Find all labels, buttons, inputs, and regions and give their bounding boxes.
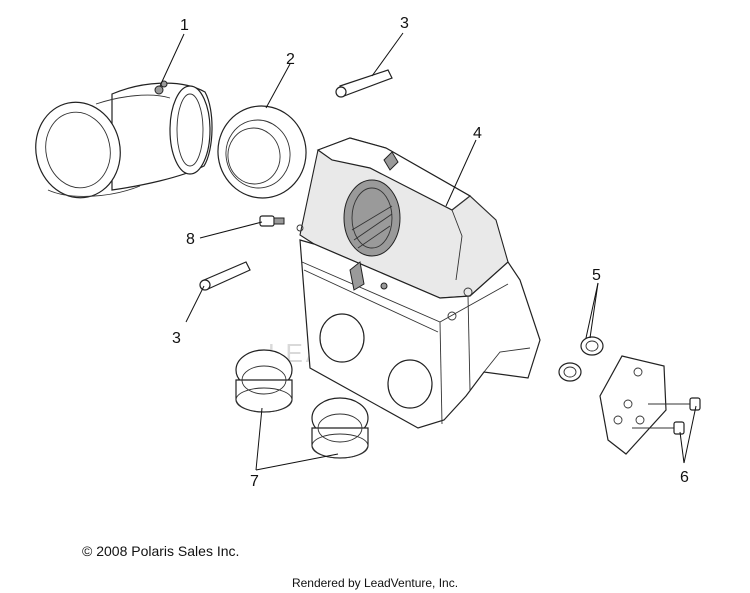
part-1-intake-duct (35, 80, 213, 199)
part-8-sensor-fitting (259, 215, 285, 227)
leader-lines (159, 32, 697, 471)
part-3-strap-upper (335, 69, 393, 98)
part-5-grommet-lower (558, 362, 582, 382)
callout-8: 8 (186, 231, 195, 248)
part-7-outlet-boot-left (235, 349, 293, 413)
callout-4: 4 (473, 125, 482, 142)
callout-7: 7 (250, 473, 259, 490)
callout-3-upper: 3 (400, 15, 409, 32)
part-7-outlet-boot-right (311, 397, 369, 459)
callout-3-lower: 3 (172, 330, 181, 347)
rendered-by-notice: Rendered by LeadVenture, Inc. (291, 576, 459, 590)
part-5-grommet-upper (580, 336, 604, 356)
part-4-airbox-housing (296, 137, 541, 429)
copyright-notice: © 2008 Polaris Sales Inc. (82, 543, 240, 559)
part-6-bracket (599, 355, 667, 455)
callout-5: 5 (592, 267, 601, 284)
part-2-coupler-ring (217, 105, 307, 199)
callout-2: 2 (286, 51, 295, 68)
part-3-strap-lower (199, 261, 251, 291)
part-6-bolt-lower (632, 421, 685, 435)
callout-1: 1 (180, 17, 189, 34)
callout-6: 6 (680, 469, 689, 486)
